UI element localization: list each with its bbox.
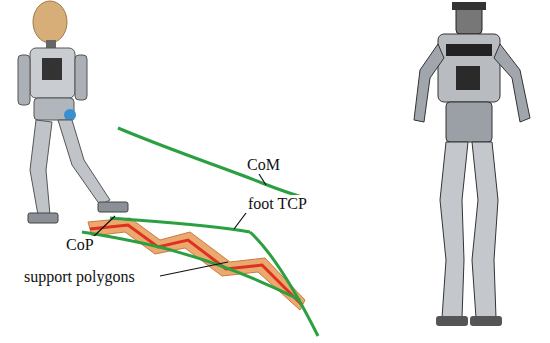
com-label: CoM: [245, 156, 282, 174]
leader-lines: [92, 174, 266, 276]
support-polygons-label: support polygons: [22, 268, 137, 286]
cop-label: CoP: [64, 236, 96, 254]
foot-tcp-label: foot TCP: [246, 195, 309, 213]
